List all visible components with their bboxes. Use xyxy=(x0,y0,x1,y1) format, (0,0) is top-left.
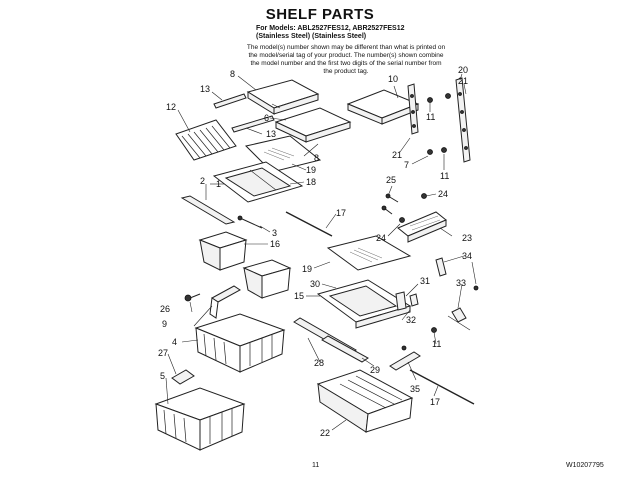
bin-part-16-lower xyxy=(242,259,292,299)
divider-part-27 xyxy=(171,369,195,385)
callout-28: 28 xyxy=(314,358,324,368)
screw-part-25 xyxy=(381,193,399,215)
callout-21-top: 21 xyxy=(458,76,468,86)
wire-shelf-part-12 xyxy=(175,119,237,161)
drawer-part-22 xyxy=(316,369,414,433)
slide-part-24 xyxy=(399,193,427,223)
callout-23: 23 xyxy=(462,233,472,243)
bracket-part-20 xyxy=(455,77,471,163)
callout-1: 1 xyxy=(216,179,221,189)
document-code: W10207795 xyxy=(566,462,604,469)
callout-18: 18 xyxy=(306,177,316,187)
callout-24-lower: 24 xyxy=(376,233,386,243)
callout-35: 35 xyxy=(410,384,420,394)
page-title: SHELF PARTS xyxy=(265,6,375,23)
callout-33: 33 xyxy=(456,278,466,288)
shelf-frame-part-15 xyxy=(316,279,412,329)
callout-8: 8 xyxy=(314,153,319,163)
wire-basket-part-5 xyxy=(154,387,246,451)
callout-9: 9 xyxy=(162,319,167,329)
page-number: 11 xyxy=(312,462,320,469)
callout-21: 21 xyxy=(392,150,402,160)
callout-3: 3 xyxy=(272,228,277,238)
bracket-part-31 xyxy=(395,291,419,311)
finish-line: (Stainless Steel) (Stainless Steel) xyxy=(256,33,367,40)
callout-19: 19 xyxy=(302,264,312,274)
rod-part-17-lower xyxy=(409,369,475,405)
callout-24: 24 xyxy=(438,189,448,199)
rod-part-17 xyxy=(285,211,333,237)
shelf-part-10 xyxy=(346,89,420,125)
slide-part-23 xyxy=(397,211,447,243)
callout-34: 34 xyxy=(462,251,472,261)
wire-basket-part-4 xyxy=(194,313,286,373)
glass-shelf-part-19-center xyxy=(326,235,412,271)
callout-10: 10 xyxy=(388,74,398,84)
callout-29: 29 xyxy=(370,365,380,375)
callout-12: 12 xyxy=(166,102,176,112)
callout-22: 22 xyxy=(320,428,330,438)
bracket-part-21-left xyxy=(407,83,419,135)
callout-labels: 8 13 12 6 13 8 19 18 1 2 2 17 3 16 26 9 … xyxy=(158,65,472,438)
callout-11: 11 xyxy=(440,171,449,181)
callout-17-lower: 17 xyxy=(430,397,440,407)
rail-part-29 xyxy=(321,335,369,363)
callout-11-top: 11 xyxy=(426,112,435,122)
callout-13: 13 xyxy=(266,129,276,139)
rail-part-13 xyxy=(213,93,275,133)
callout-15: 15 xyxy=(294,291,304,301)
cover-part-9 xyxy=(209,285,241,319)
bracket-part-34 xyxy=(435,257,479,291)
callout-8-top: 8 xyxy=(230,69,235,79)
callout-32: 32 xyxy=(406,315,416,325)
callout-25: 25 xyxy=(386,175,396,185)
callout-30: 30 xyxy=(310,279,320,289)
callout-31: 31 xyxy=(420,276,430,286)
screw-part-11-right xyxy=(427,93,451,155)
bracket-part-33 xyxy=(447,307,471,331)
callout-20: 20 xyxy=(458,65,468,75)
models-line: For Models: ABL2527FES12, ABR2527FES12 xyxy=(256,25,405,32)
callout-7: 7 xyxy=(404,160,409,170)
callout-6: 6 xyxy=(264,113,269,123)
callout-27: 27 xyxy=(158,348,168,358)
callout-4: 4 xyxy=(172,337,177,347)
screw-part-11-lower xyxy=(431,327,437,333)
shelf-part-6 xyxy=(274,107,352,143)
callout-13-top: 13 xyxy=(200,84,210,94)
bracket-part-35 xyxy=(389,345,421,371)
callout-17: 17 xyxy=(336,208,346,218)
screw-part-3 xyxy=(237,215,263,229)
shelf-frame-part-18 xyxy=(212,161,304,203)
screw-part-26 xyxy=(184,293,201,302)
leader-lines xyxy=(165,73,477,431)
callout-11-lower: 11 xyxy=(432,339,441,349)
callout-26: 26 xyxy=(160,304,170,314)
callout-2-visible: 2 xyxy=(200,176,205,186)
callout-19-top: 19 xyxy=(306,165,316,175)
bin-part-16-upper xyxy=(198,231,248,271)
shelf-part-8-top xyxy=(246,79,320,115)
model-note: The model(s) number shown may be differe… xyxy=(246,44,446,75)
callout-16: 16 xyxy=(270,239,280,249)
callout-5: 5 xyxy=(160,371,165,381)
trim-part-2 xyxy=(180,195,236,225)
